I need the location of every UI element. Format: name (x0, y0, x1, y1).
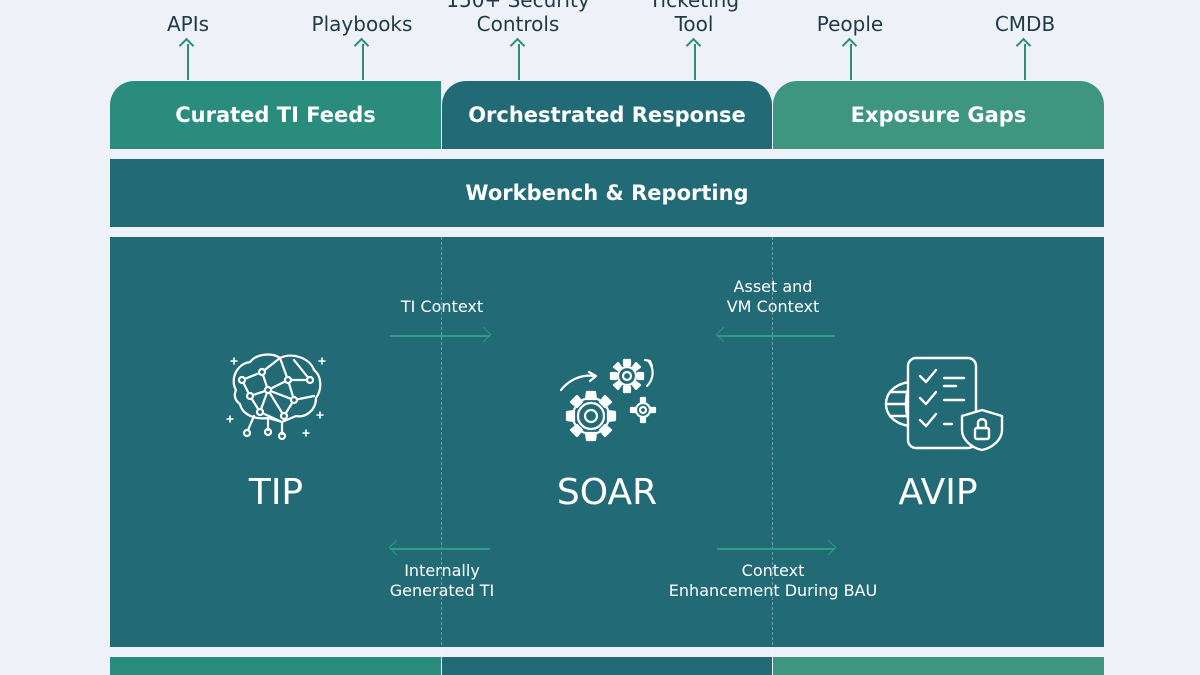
divider-right (772, 237, 773, 675)
left-arrow-icon (715, 326, 835, 343)
up-arrow-icon (841, 37, 858, 80)
up-arrow-icon (1015, 37, 1032, 80)
brain-network-icon (226, 353, 326, 441)
top-label-apis: APIs (166, 12, 210, 36)
divider-left (441, 237, 442, 675)
flow-label-ti-context: TI Context (400, 297, 484, 316)
tab-orchestrated-response: Orchestrated Response (442, 81, 772, 149)
module-title-soar: SOAR (556, 472, 658, 513)
top-label-playbooks: Playbooks (311, 12, 413, 36)
gears-icon (559, 358, 657, 442)
up-arrow-icon (509, 37, 526, 80)
tab-curated-ti-feeds: Curated TI Feeds (110, 81, 441, 149)
up-arrow-icon (353, 37, 370, 80)
right-arrow-icon (390, 326, 492, 343)
top-label-cmdb: CMDB (994, 12, 1056, 36)
workbench-reporting-bar: Workbench & Reporting (110, 159, 1104, 227)
tab-exposure-gaps: Exposure Gaps (773, 81, 1104, 149)
flow-label-internally-generated-ti: Internally Generated TI (389, 561, 495, 600)
left-arrow-icon (388, 539, 490, 556)
right-arrow-icon (717, 539, 837, 556)
bottom-strip-left (110, 657, 441, 675)
flow-label-asset-vm-context: Asset and VM Context (726, 277, 820, 316)
module-title-avip: AVIP (898, 472, 978, 513)
bottom-strip-middle (442, 657, 772, 675)
flow-label-context-enhancement: Context Enhancement During BAU (668, 561, 878, 600)
top-label-security-controls: 150+ Security Controls (446, 0, 590, 36)
checklist-shield-icon (884, 356, 1004, 452)
module-title-tip: TIP (248, 472, 304, 513)
top-label-people: People (816, 12, 884, 36)
top-label-ticketing-tool: Ticketing Tool (648, 0, 740, 36)
up-arrow-icon (178, 37, 195, 80)
up-arrow-icon (685, 37, 702, 80)
bottom-strip-right (773, 657, 1104, 675)
